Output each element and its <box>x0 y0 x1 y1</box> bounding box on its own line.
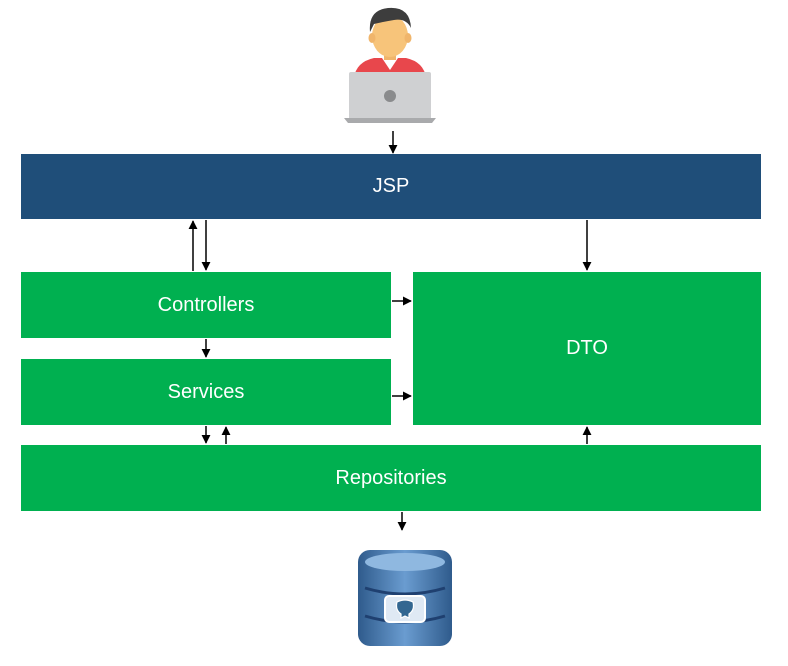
repositories-layer: Repositories <box>21 445 761 511</box>
services-label: Services <box>167 380 245 403</box>
dto-layer: DTO <box>413 272 761 425</box>
dto-label: DTO <box>566 337 608 359</box>
jsp-label: JSP <box>372 175 410 197</box>
services-layer: Services <box>21 359 391 425</box>
repositories-label: Repositories <box>335 466 447 489</box>
user-at-laptop-icon <box>344 7 436 123</box>
controllers-layer: Controllers <box>21 272 391 338</box>
postgresql-database-icon <box>358 550 452 646</box>
jsp-layer: JSP <box>21 154 761 219</box>
controllers-label: Controllers <box>157 293 255 316</box>
